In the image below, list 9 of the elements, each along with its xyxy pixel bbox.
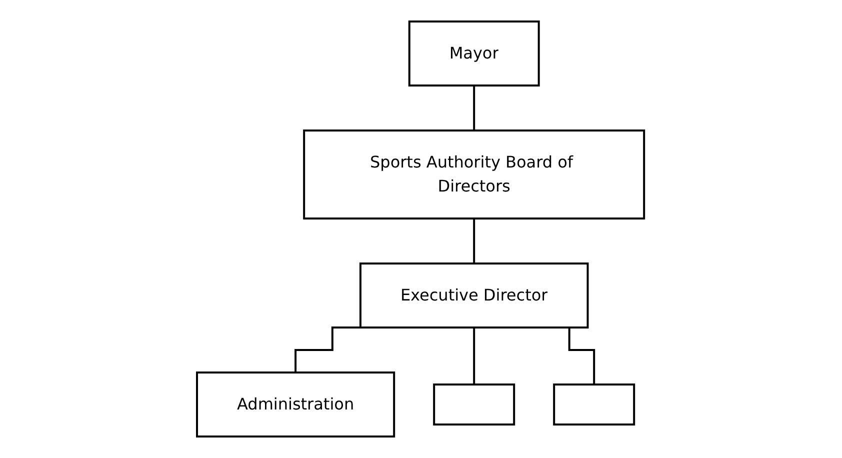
node-box: Administration	[196, 372, 396, 438]
node-box: Executive Director	[360, 262, 590, 328]
connector	[474, 326, 476, 386]
connector	[474, 218, 476, 264]
node-box	[554, 384, 636, 426]
node-box: Mayor	[408, 20, 540, 86]
node-box: Sports Authority Board of Directors	[304, 130, 646, 220]
node-box	[434, 384, 516, 426]
connector	[474, 84, 476, 132]
